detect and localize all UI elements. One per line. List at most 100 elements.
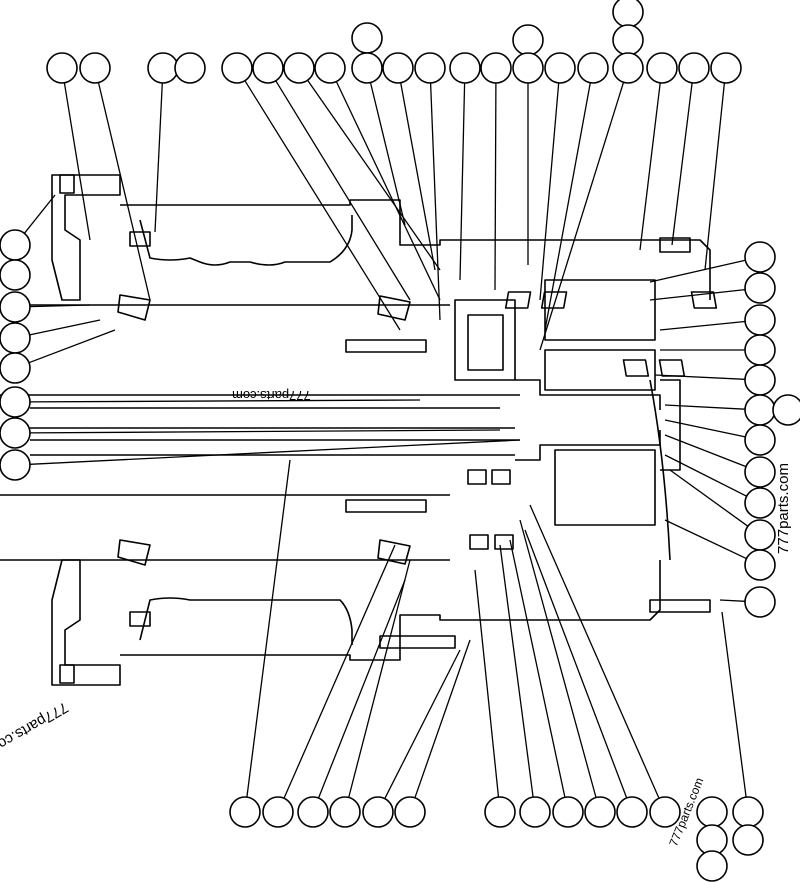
leader-line-27 [29,304,91,308]
callout-circle-31 [0,417,31,449]
callout-circle-30 [0,386,31,418]
leader-line-47 [283,544,396,799]
bearing-cage-upper-2 [544,349,656,391]
callout-circle-15 [512,24,544,56]
leader-line-42 [664,454,747,497]
casing-upper [120,199,711,300]
callout-circle-58 [696,796,728,828]
leader-line-46 [246,459,291,798]
callout-circle-48 [297,796,329,828]
leader-line-22 [639,82,661,251]
watermark-top: 777parts.com [232,388,311,403]
callout-circle-47 [262,796,294,828]
hub-block-upper [454,299,516,381]
leader-line-8 [335,81,441,301]
leader-line-33 [649,259,746,283]
leader-line-17 [539,82,560,301]
callout-circle-34 [744,272,776,304]
callout-circle-22 [646,52,678,84]
callout-circle-32 [0,449,31,481]
callout-circle-24 [710,52,742,84]
bolt-set [59,174,711,684]
callout-circle-51 [394,796,426,828]
callout-circle-39 [772,394,800,426]
callout-circle-4 [174,52,206,84]
leader-line-7 [307,79,441,271]
leader-line-6 [275,80,411,301]
callout-circle-17 [544,52,576,84]
leader-line-2 [97,82,151,301]
bearing-cage-right-housing [554,449,656,526]
leader-line-14 [494,82,497,291]
leader-line-21 [539,82,625,351]
leader-line-18 [544,82,591,331]
seal-set [117,294,411,566]
leader-line-59 [721,611,747,798]
callout-circle-61 [732,824,764,856]
bearing-cage-upper [544,279,656,341]
leader-line-53 [499,544,534,798]
callout-circle-57 [649,796,681,828]
callout-circle-12 [414,52,446,84]
callout-circle-11 [382,52,414,84]
left-housing-flange-upper [51,174,121,301]
lower-bearing-rollers [467,469,514,550]
leader-line-31 [29,429,501,434]
leader-line-5 [244,80,401,331]
callout-circle-6 [252,52,284,84]
leader-line-55 [519,519,597,798]
callout-circle-40 [744,424,776,456]
callout-circle-41 [744,456,776,488]
callout-circle-21 [612,52,644,84]
leader-line-1 [63,82,91,241]
callout-circle-7 [283,52,315,84]
callout-circle-25 [0,229,31,261]
callout-circle-36 [744,334,776,366]
leader-line-52 [474,569,500,798]
callout-circle-45 [744,586,776,618]
callout-circle-10 [351,52,383,84]
callout-circle-46 [229,796,261,828]
leader-line-41 [664,434,747,468]
callout-circle-16 [512,52,544,84]
leader-line-29 [28,329,116,364]
leader-line-35 [659,320,746,331]
left-housing-flange-lower [51,559,121,686]
callout-leader-lines [23,79,749,799]
callout-circle-62 [696,850,728,882]
callout-circle-1 [46,52,78,84]
callout-circle-26 [0,259,31,291]
leader-line-34 [649,288,746,301]
callout-circle-55 [584,796,616,828]
leader-line-28 [29,319,101,336]
leader-line-56 [524,529,628,799]
leader-line-11 [400,82,436,271]
hub-block-inner [467,314,504,371]
callout-circle-54 [552,796,584,828]
leader-line-43 [669,469,749,527]
leader-line-23 [671,82,693,246]
hub-step-lower [515,430,661,461]
callout-circle-35 [744,304,776,336]
callout-circle-5 [221,52,253,84]
callout-circle-28 [0,322,31,354]
leader-line-49 [348,559,411,798]
callout-circle-23 [678,52,710,84]
leader-line-12 [429,82,441,321]
leader-line-51 [414,639,471,799]
callout-circle-38 [744,394,776,426]
callout-circle-37 [744,364,776,396]
callout-circle-49 [329,796,361,828]
callout-circle-13 [449,52,481,84]
watermark-right: 777parts.com [774,463,792,554]
leader-line-25 [23,194,56,234]
leader-line-24 [704,82,726,271]
leader-line-54 [509,539,566,798]
callout-circle-3 [147,52,179,84]
callout-circle-56 [616,796,648,828]
callout-circle-43 [744,519,776,551]
leader-line-38 [664,404,746,410]
callout-circle-2 [79,52,111,84]
